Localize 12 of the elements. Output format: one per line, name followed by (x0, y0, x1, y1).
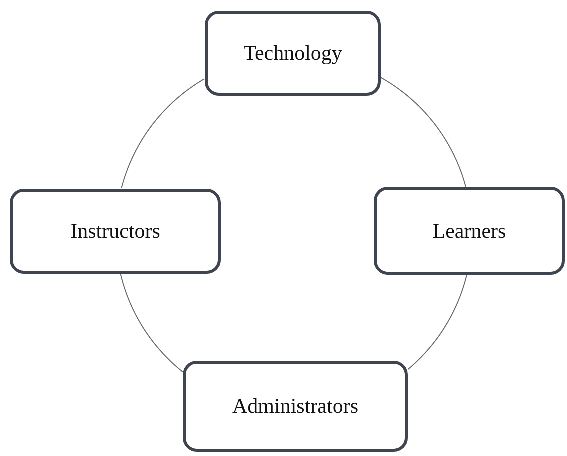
node-label: Instructors (70, 219, 160, 244)
rounded-box (10, 189, 221, 274)
node-label: Learners (432, 218, 506, 244)
node-label: Technology (244, 41, 342, 66)
connector-arc (380, 77, 466, 188)
rounded-box (183, 361, 408, 452)
rounded-box (374, 187, 565, 275)
connector-arc (120, 274, 184, 373)
rounded-box (205, 11, 381, 96)
connector-arc (408, 274, 468, 370)
node-label: Administrators (232, 394, 358, 419)
connector-arc (121, 78, 205, 189)
